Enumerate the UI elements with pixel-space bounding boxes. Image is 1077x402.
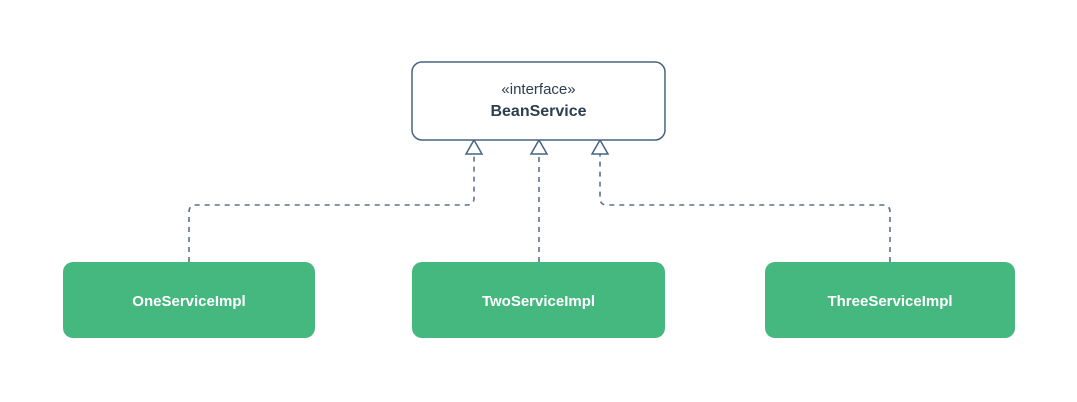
impl-box-shape <box>412 262 665 338</box>
node-one-service-impl[interactable]: OneServiceImpl <box>63 262 315 338</box>
interface-stereotype-label: «interface» <box>501 81 575 98</box>
hollow-triangle-arrow-icon-one <box>464 138 484 155</box>
interface-box-shape <box>411 61 666 141</box>
node-two-service-impl[interactable]: TwoServiceImpl <box>412 262 665 338</box>
realization-connectors <box>188 154 891 262</box>
realization-arrowheads <box>464 138 610 155</box>
impl-name-label: ThreeServiceImpl <box>827 293 952 310</box>
hollow-triangle-arrow-icon-two <box>529 138 549 155</box>
impl-box-shape <box>63 262 315 338</box>
impl-box-shape <box>765 262 1015 338</box>
interface-name-label: BeanService <box>490 103 586 120</box>
impl-name-label: TwoServiceImpl <box>482 293 595 310</box>
impl-name-label: OneServiceImpl <box>132 293 245 310</box>
realization-line-three-service-impl <box>599 154 891 262</box>
realization-line-one-service-impl <box>188 154 475 262</box>
node-bean-service-interface[interactable]: «interface» BeanService <box>411 61 666 141</box>
hollow-triangle-arrow-icon-three <box>590 138 610 155</box>
node-three-service-impl[interactable]: ThreeServiceImpl <box>765 262 1015 338</box>
